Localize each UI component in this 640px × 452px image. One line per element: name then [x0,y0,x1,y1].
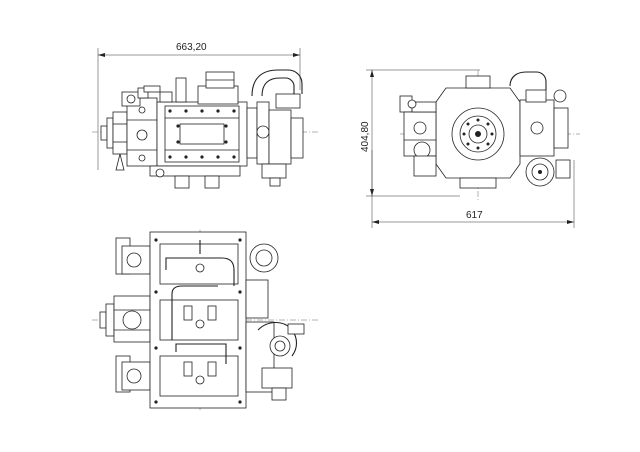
dimension-side-width: 617 [371,150,575,228]
front-elevation-view: 663,20 [92,42,320,189]
dimension-side-height-label: 404,80 [360,121,371,152]
crankcase-bolts [154,238,242,404]
left-accessory-lower [115,355,151,393]
left-handwheel [99,295,151,343]
plan-view [92,230,320,410]
dimension-top-width-label: 663,20 [176,42,207,53]
left-accessory-upper [115,237,151,275]
dimension-top-width: 663,20 [97,42,301,170]
gear-bolts [462,118,494,150]
dimension-side-width-label: 617 [466,210,483,221]
side-elevation-view: 404,80 617 [360,69,580,228]
handwheel-left [100,111,128,171]
block-bolts [168,109,236,159]
